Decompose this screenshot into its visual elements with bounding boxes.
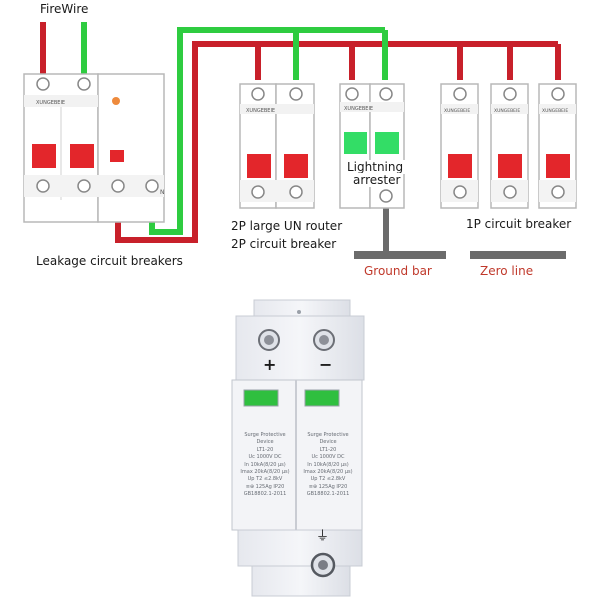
spd-spec-line: In 10kA(8/20 μs) — [244, 461, 286, 468]
terminal-screw — [551, 185, 565, 199]
spd-plus-mark: + — [263, 355, 277, 374]
spd-spec-line: Surge Protective — [307, 432, 349, 438]
live-bus-wire — [115, 41, 558, 243]
terminal-screw — [36, 179, 50, 193]
ground-bar — [354, 251, 446, 259]
spd-spec-line: Imax 20kA(8/20 μs) — [240, 469, 290, 476]
terminal-screw — [503, 185, 517, 199]
breaker-switch — [247, 154, 271, 178]
terminal-screw — [251, 185, 265, 199]
terminal-screw — [289, 87, 303, 101]
spd-minus-mark: − — [319, 355, 333, 374]
terminal-screw — [145, 179, 159, 193]
spd-spec-line: ≡⊕ 125Ag IP20 — [245, 483, 285, 490]
spd-spec-line: LT1-20 — [319, 446, 337, 453]
spd-spec-line: ≡⊕ 125Ag IP20 — [308, 483, 348, 490]
spd-spec-line: Uc 1000V DC — [311, 454, 345, 461]
terminal-screw — [551, 87, 565, 101]
zero-line-bar — [470, 251, 566, 259]
terminal-screw — [111, 179, 125, 193]
router-2p-breaker: XUNGEBEIE — [239, 83, 315, 209]
arrester-status-window — [375, 132, 399, 154]
arrester-status-window — [344, 132, 367, 154]
router-breaker-label-line1: 2P large UN router — [231, 219, 343, 233]
spd-indicator-window-left — [243, 389, 279, 407]
terminal-screw — [289, 185, 303, 199]
neutral-terminal-mark: N — [160, 189, 165, 196]
arrester-label-line2: arrester — [351, 173, 403, 187]
spd-spec-line: Uc 1000V DC — [248, 454, 282, 461]
lightning-arrester: XUNGEBEIE — [339, 83, 405, 209]
terminal-screw — [345, 87, 359, 101]
leakage-test-indicator — [110, 150, 124, 162]
terminal-screw — [379, 87, 393, 101]
branch-breaker-brand: XUNGEBEIE — [542, 108, 568, 114]
firewire-label: FireWire — [40, 2, 89, 16]
router-breaker-label-line2: 2P circuit breaker — [231, 237, 337, 251]
ground-bar-label: Ground bar — [364, 264, 432, 278]
branch-breakers-label: 1P circuit breaker — [466, 217, 572, 231]
breaker-switch — [70, 144, 94, 168]
breaker-switch — [284, 154, 308, 178]
zero-line-label: Zero line — [480, 264, 534, 278]
branch-breaker-2: XUNGEBEIE — [490, 83, 529, 209]
terminal-screw — [503, 87, 517, 101]
branch-1p-breakers: XUNGEBEIE XUNGEBEIE XUNGEBEIE — [440, 83, 577, 209]
breaker-switch — [32, 144, 56, 168]
spd-spec-line: Surge Protective — [244, 432, 286, 438]
leakage-breaker-brand: XUNGEBEIE — [36, 100, 65, 106]
breaker-switch — [448, 154, 472, 178]
terminal-screw — [36, 77, 50, 91]
spd-spec-line: GB18802.1-2011 — [243, 491, 287, 498]
terminal-screw — [379, 189, 393, 203]
router-breaker-brand: XUNGEBEIE — [246, 108, 275, 114]
leakage-circuit-breaker: XUNGEBEIE N — [23, 73, 165, 223]
branch-breaker-brand: XUNGEBEIE — [494, 108, 520, 114]
arrester-label-line1: Lightning — [345, 160, 406, 174]
arrester-brand: XUNGEBEIE — [344, 106, 373, 112]
terminal-screw — [251, 87, 265, 101]
spd-ground-mark: ⏚ — [316, 529, 330, 544]
spd-spec-line: Device — [256, 439, 274, 446]
spd-spec-line: LT1-20 — [256, 446, 274, 453]
leakage-breaker-label: Leakage circuit breakers — [36, 254, 183, 268]
terminal-screw — [77, 77, 91, 91]
breaker-switch — [546, 154, 570, 178]
terminal-screw — [77, 179, 91, 193]
spd-spec-line: In 10kA(8/20 μs) — [307, 461, 349, 468]
surge-protective-device — [231, 299, 365, 597]
spd-spec-line: Up T2 ≤2.8kV — [310, 476, 346, 483]
branch-breaker-3: XUNGEBEIE — [538, 83, 577, 209]
branch-breaker-1: XUNGEBEIE — [440, 83, 479, 209]
spd-indicator-window-right — [304, 389, 340, 407]
branch-breaker-brand: XUNGEBEIE — [444, 108, 470, 114]
spd-spec-line: GB18802.1-2011 — [306, 491, 350, 498]
terminal-screw — [453, 185, 467, 199]
spd-spec-line: Imax 20kA(8/20 μs) — [303, 469, 353, 476]
terminal-screw — [453, 87, 467, 101]
spd-spec-line: Device — [319, 439, 337, 446]
breaker-switch — [498, 154, 522, 178]
leakage-indicator-light — [112, 97, 120, 105]
spd-spec-line: Up T2 ≤2.8kV — [247, 476, 283, 483]
